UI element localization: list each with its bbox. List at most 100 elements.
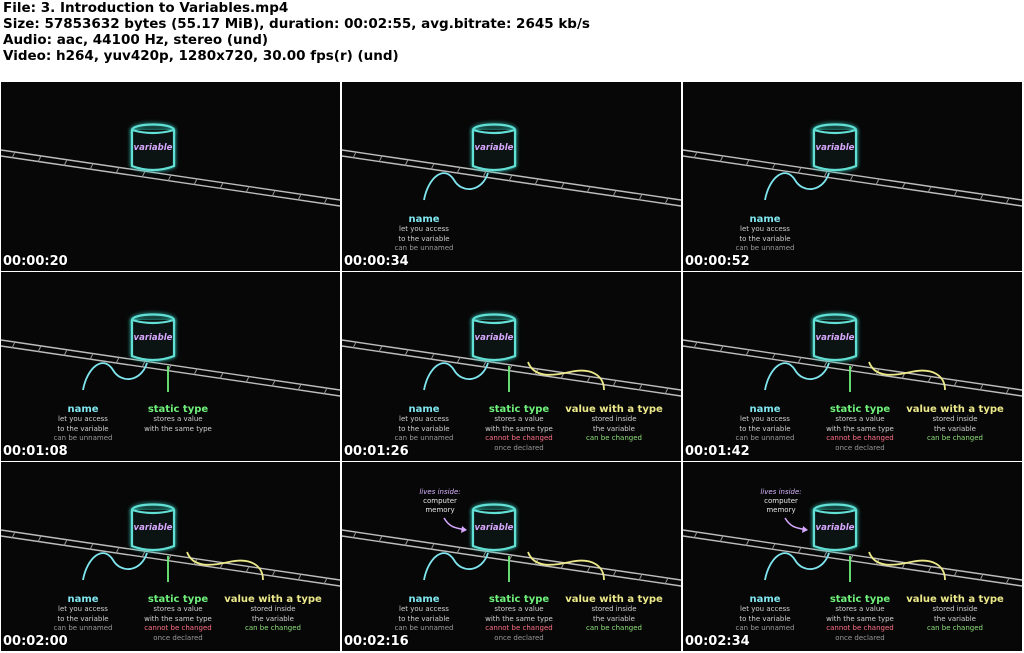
memory-text: memory	[766, 506, 796, 514]
name-desc-3: can be unnamed	[735, 244, 795, 252]
name-label-group: name let you access to the variable can …	[54, 594, 113, 634]
static-type-label-group: static type stores a value with the same…	[144, 404, 212, 434]
static-type-desc-4: once declared	[835, 633, 885, 642]
timestamp: 00:01:08	[3, 444, 68, 459]
name-label-group: name let you access to the variable can …	[736, 594, 795, 634]
track-rungs	[11, 151, 328, 205]
static-type-desc-1: stores a value	[494, 415, 544, 423]
value-type-desc-2: the variable	[593, 614, 635, 623]
value-type-desc-1: stored inside	[932, 415, 978, 423]
name-connector	[82, 362, 148, 391]
memory-note: lives inside: computer memory	[419, 488, 460, 515]
audio-info-line: Audio: aac, 44100 Hz, stereo (und)	[3, 32, 269, 48]
static-type-heading: static type	[147, 594, 209, 605]
variable-cylinder	[130, 503, 176, 552]
static-type-desc-1: stores a value	[835, 605, 885, 613]
static-type-heading: static type	[488, 404, 550, 415]
name-desc-3: can be unnamed	[53, 624, 113, 632]
value-connector	[527, 551, 605, 581]
static-type-desc-2: with the same type	[485, 614, 553, 623]
value-type-desc-1: stored inside	[591, 415, 637, 423]
video-thumbnail-6: variable name let you access to the vari…	[683, 272, 1022, 461]
name-desc-3: can be unnamed	[394, 434, 454, 442]
name-label-group: name let you access to the variable can …	[395, 404, 454, 444]
name-label-group: name let you access to the variable can …	[395, 594, 454, 634]
value-connector	[186, 551, 264, 581]
name-label-group: name let you access to the variable can …	[395, 214, 454, 254]
name-connector	[82, 552, 148, 581]
name-connector	[764, 172, 830, 201]
name-desc-2: to the variable	[739, 234, 791, 243]
value-type-desc-3: can be changed	[245, 624, 301, 632]
name-desc-1: let you access	[399, 225, 449, 233]
track-rungs	[352, 151, 669, 205]
timestamp: 00:00:34	[344, 254, 409, 269]
name-heading: name	[749, 214, 781, 225]
static-type-desc-1: stores a value	[494, 605, 544, 613]
scene-illustration	[683, 503, 1022, 587]
name-desc-3: can be unnamed	[394, 244, 454, 252]
memory-text: memory	[425, 506, 455, 514]
value-type-label-group: value with a type stored inside the vari…	[906, 404, 1004, 444]
value-connector	[868, 361, 946, 391]
scene-illustration	[342, 503, 681, 587]
name-desc-2: to the variable	[398, 614, 450, 623]
memory-note: lives inside: computer memory	[760, 488, 801, 515]
name-heading: name	[749, 404, 781, 415]
value-type-desc-2: the variable	[934, 614, 976, 623]
name-desc-3: can be unnamed	[394, 624, 454, 632]
timestamp: 00:02:16	[344, 634, 409, 649]
static-type-label-group: static type stores a value with the same…	[485, 404, 553, 453]
name-desc-3: can be unnamed	[53, 434, 113, 442]
name-heading: name	[67, 594, 99, 605]
static-type-desc-4: once declared	[153, 633, 203, 642]
lives-inside-text: lives inside:	[760, 488, 802, 496]
timestamp: 00:02:34	[685, 634, 750, 649]
scene-illustration	[1, 503, 340, 587]
track-rungs	[11, 341, 328, 395]
name-desc-1: let you access	[740, 225, 790, 233]
name-connector	[423, 362, 489, 391]
video-thumbnail-8: variable name let you access to the vari…	[342, 462, 681, 651]
static-type-heading: static type	[829, 594, 891, 605]
static-type-desc-3: cannot be changed	[826, 624, 894, 632]
static-type-label-group: static type stores a value with the same…	[144, 594, 212, 643]
video-info-line: Video: h264, yuv420p, 1280x720, 30.00 fp…	[3, 48, 399, 64]
name-label-group: name let you access to the variable can …	[736, 214, 795, 254]
track-rungs	[352, 531, 669, 585]
variable-cylinder	[130, 123, 176, 172]
timestamp: 00:01:42	[685, 444, 750, 459]
name-label-group: name let you access to the variable can …	[736, 404, 795, 444]
value-type-desc-3: can be changed	[586, 624, 642, 632]
track-rungs	[11, 531, 328, 585]
name-desc-1: let you access	[399, 605, 449, 613]
static-type-desc-1: stores a value	[153, 415, 203, 423]
static-type-desc-3: cannot be changed	[144, 624, 212, 632]
static-type-desc-3: cannot be changed	[826, 434, 894, 442]
static-type-label-group: static type stores a value with the same…	[826, 594, 894, 643]
value-type-heading: value with a type	[906, 404, 1004, 415]
name-heading: name	[408, 214, 440, 225]
scene-illustration	[1, 123, 340, 207]
name-desc-1: let you access	[58, 605, 108, 613]
name-desc-2: to the variable	[398, 424, 450, 433]
value-type-label-group: value with a type stored inside the vari…	[565, 594, 663, 634]
value-type-heading: value with a type	[565, 594, 663, 605]
name-desc-2: to the variable	[398, 234, 450, 243]
variable-cylinder	[471, 313, 517, 362]
value-type-desc-3: can be changed	[927, 434, 983, 442]
computer-text: computer	[764, 497, 798, 505]
video-thumbnail-4: variable name let you access to the vari…	[1, 272, 340, 461]
name-heading: name	[408, 594, 440, 605]
value-type-desc-1: stored inside	[591, 605, 637, 613]
value-connector	[868, 551, 946, 581]
value-type-desc-3: can be changed	[586, 434, 642, 442]
name-desc-2: to the variable	[57, 614, 109, 623]
name-desc-3: can be unnamed	[735, 434, 795, 442]
variable-cylinder	[471, 123, 517, 172]
name-heading: name	[67, 404, 99, 415]
value-type-desc-1: stored inside	[250, 605, 296, 613]
static-type-heading: static type	[829, 404, 891, 415]
static-type-desc-2: with the same type	[826, 614, 894, 623]
